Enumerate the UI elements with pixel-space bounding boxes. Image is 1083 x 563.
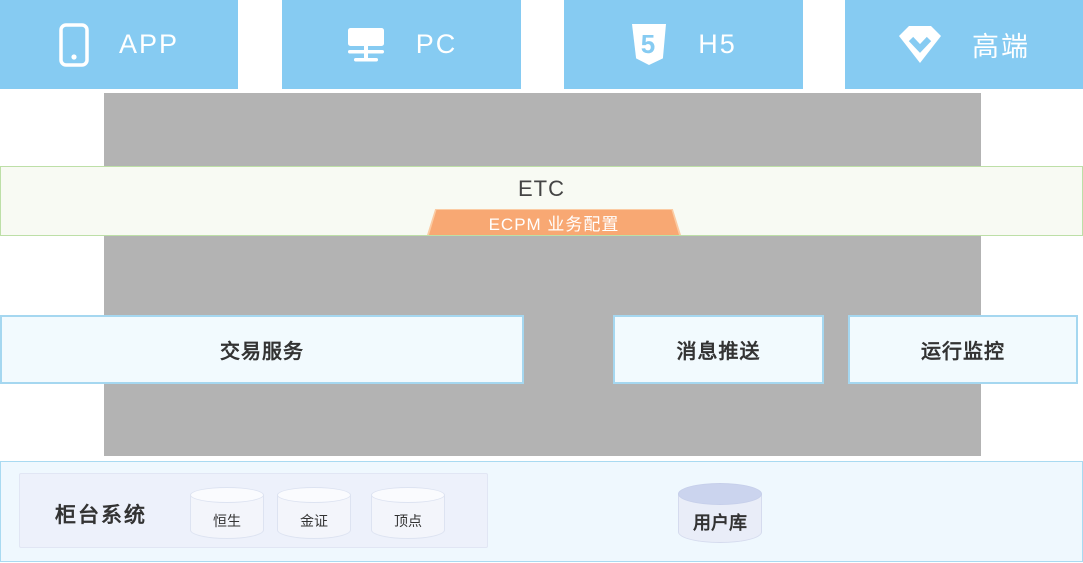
cylinder-top — [190, 487, 264, 503]
service-label-trading: 交易服务 — [220, 341, 304, 363]
backbone-block — [104, 93, 981, 456]
database-label-hengsheng: 恒生 — [213, 513, 241, 529]
channel-box-h5: 5 H5 — [564, 0, 803, 89]
channel-label-premium: 高端 — [972, 32, 1030, 62]
database-label-dingdian: 顶点 — [394, 513, 422, 529]
cylinder-top — [277, 487, 351, 503]
user-database-cylinder: 用户库 — [678, 483, 762, 543]
diamond-icon — [898, 25, 942, 64]
cylinder-top — [371, 487, 445, 503]
service-box-monitoring: 运行监控 — [848, 315, 1078, 384]
cylinder-body — [371, 495, 445, 539]
database-label-jinzheng: 金证 — [300, 513, 328, 529]
ecpm-badge-label: ECPM 业务配置 — [429, 210, 679, 235]
channel-box-pc: PC — [282, 0, 521, 89]
channel-label-h5: H5 — [698, 29, 737, 59]
channel-box-premium: 高端 — [845, 0, 1083, 89]
phone-icon — [59, 22, 89, 67]
html5-icon: 5 — [630, 23, 668, 66]
service-box-message-push: 消息推送 — [613, 315, 824, 384]
service-box-trading: 交易服务 — [0, 315, 524, 384]
svg-text:5: 5 — [641, 29, 657, 59]
service-label-message-push: 消息推送 — [676, 341, 761, 363]
database-cylinder-jinzheng: 金证 — [277, 487, 351, 539]
counter-system-label: 柜台系统 — [55, 504, 147, 527]
service-label-monitoring: 运行监控 — [921, 341, 1005, 363]
user-database-label: 用户库 — [693, 513, 747, 533]
monitor-icon — [346, 25, 386, 65]
database-cylinder-hengsheng: 恒生 — [190, 487, 264, 539]
etc-title: ETC — [518, 176, 565, 201]
cylinder-top — [678, 483, 762, 505]
channel-label-app: APP — [118, 29, 180, 59]
ecpm-badge: ECPM 业务配置 — [427, 209, 681, 235]
database-cylinder-dingdian: 顶点 — [371, 487, 445, 539]
channel-box-app: APP — [0, 0, 238, 89]
channel-label-pc: PC — [415, 29, 458, 59]
